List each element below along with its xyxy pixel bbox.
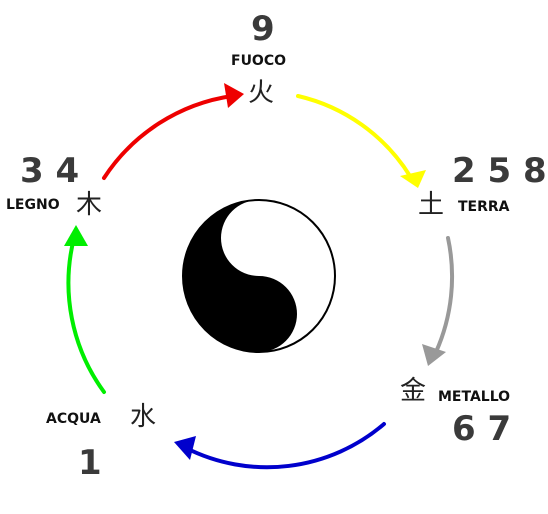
metal-glyph: 金 <box>400 376 427 406</box>
arrow-earth-to-metal <box>434 236 455 354</box>
fire-numbers: 9 <box>251 9 275 49</box>
wood-glyph: 木 <box>76 190 103 220</box>
metal-label: METALLO <box>438 389 511 405</box>
wood-numbers: 3 4 <box>20 151 80 191</box>
earth-glyph: 土 <box>418 190 445 220</box>
arrow-water-to-wood <box>66 236 106 394</box>
earth-numbers: 2 5 8 <box>452 151 547 191</box>
arrow-head-water-to-wood <box>64 225 88 246</box>
metal-numbers: 6 7 <box>452 409 512 449</box>
fire-label: FUOCO <box>231 53 287 69</box>
arrow-head-metal-to-water <box>174 436 196 460</box>
arrow-head-wood-to-fire <box>224 83 244 108</box>
arrow-fire-to-earth <box>296 94 412 178</box>
arrow-head-earth-to-metal <box>422 344 446 366</box>
water-label: ACQUA <box>46 411 101 427</box>
arrow-wood-to-fire <box>102 94 234 180</box>
fire-glyph: 火 <box>248 78 275 108</box>
water-glyph: 水 <box>130 402 157 432</box>
earth-label: TERRA <box>458 199 510 215</box>
wood-label: LEGNO <box>6 197 60 213</box>
water-numbers: 1 <box>78 443 102 483</box>
yin-yang-icon <box>182 199 336 353</box>
arrow-metal-to-water <box>184 422 386 470</box>
arrow-head-fire-to-earth <box>400 170 426 188</box>
